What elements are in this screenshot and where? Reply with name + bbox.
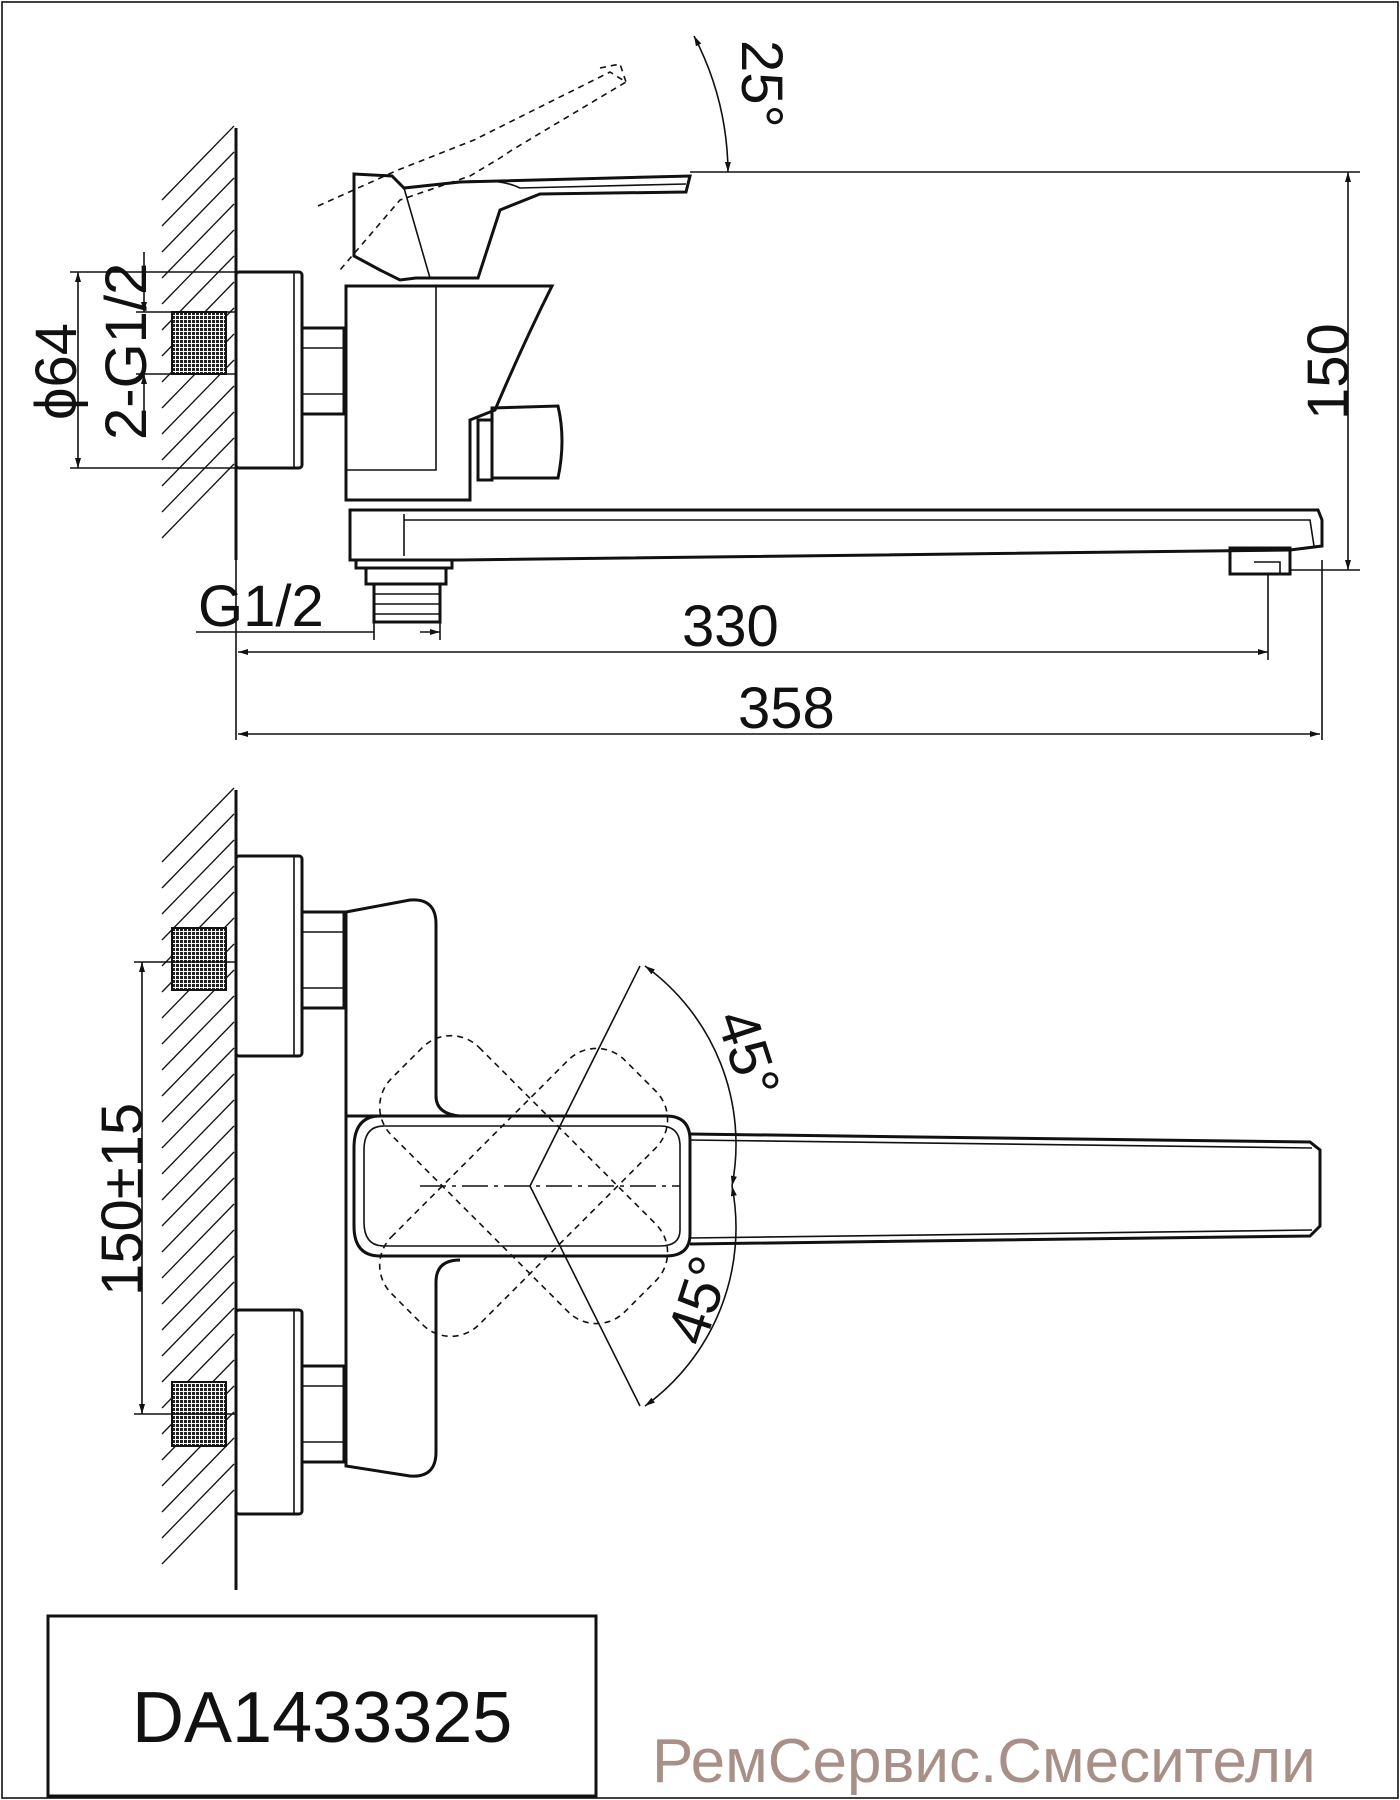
handle-rotated-left xyxy=(378,1047,669,1338)
hatch-line xyxy=(161,1021,235,1097)
hatch-line xyxy=(161,813,235,889)
hatch-line xyxy=(161,1203,235,1279)
handle-rotated-right xyxy=(378,1034,669,1325)
inlet-thread-knurl xyxy=(171,311,227,375)
lower-flange xyxy=(234,1308,304,1516)
hatch-line xyxy=(161,1281,235,1357)
height-label: 150 xyxy=(1296,323,1361,420)
hatch-line xyxy=(161,995,235,1071)
hatch-line xyxy=(161,1047,235,1123)
hatch-line xyxy=(161,385,235,461)
angle-arc-upper xyxy=(644,965,737,1187)
spout-reach-label: 330 xyxy=(682,594,779,659)
hatch-line xyxy=(161,1229,235,1305)
hatch-line xyxy=(161,1307,235,1383)
lever-handle xyxy=(352,172,692,282)
lower-nut xyxy=(300,1364,346,1464)
hatch-line xyxy=(161,463,235,539)
flange-diameter-label: ϕ64 xyxy=(24,323,89,420)
hatch-line xyxy=(161,1255,235,1331)
eccentric-nut xyxy=(300,326,346,416)
mixer-body xyxy=(344,284,555,502)
swivel-angle-upper-label: 45° xyxy=(704,1002,793,1106)
hatch-line xyxy=(161,437,235,513)
hatch-line xyxy=(161,1437,235,1513)
upper-nut xyxy=(300,910,346,1010)
hatch-line xyxy=(161,1177,235,1253)
side-view: 25° 150 ϕ64 2-G1/2 G1/2 330 358 xyxy=(24,35,1361,741)
hatch-line xyxy=(161,787,235,863)
upper-flange xyxy=(234,854,304,1058)
overall-length-label: 358 xyxy=(738,676,835,741)
hatch-line xyxy=(161,177,235,253)
mixer-body-top xyxy=(344,912,461,1478)
diverter-knob xyxy=(490,404,564,480)
hatch-line xyxy=(161,1489,235,1565)
angle-arc-lower xyxy=(644,1185,737,1407)
hatch-line xyxy=(161,151,235,227)
wall-hatch-bottom xyxy=(161,787,235,1565)
hatch-line xyxy=(161,203,235,279)
top-view: 45° 45° 150±15 xyxy=(90,787,1322,1590)
diverter-stem xyxy=(476,418,494,482)
hatch-line xyxy=(161,1151,235,1227)
inlet-spacing-label: 150±15 xyxy=(90,1103,155,1296)
hatch-line xyxy=(161,411,235,487)
aerator xyxy=(1228,546,1292,576)
upper-inlet-knurl xyxy=(171,927,227,991)
bottom-outlet xyxy=(372,582,442,624)
lever-handle-raised xyxy=(317,71,628,271)
hatch-line xyxy=(161,1463,235,1539)
hatch-line xyxy=(161,1125,235,1201)
inlet-thread-label: 2-G1/2 xyxy=(94,263,159,440)
model-number: DA1433325 xyxy=(132,1678,512,1758)
swivel-angle-lower-label: 45° xyxy=(655,1249,744,1353)
hatch-line xyxy=(161,839,235,915)
hatch-line xyxy=(161,125,235,201)
watermark-text: РемСервис.Смесители xyxy=(652,1727,1316,1796)
handle-angle-label: 25° xyxy=(729,40,794,128)
title-block xyxy=(46,1614,598,1798)
angle-arc-25 xyxy=(693,35,731,173)
hatch-line xyxy=(161,1073,235,1149)
wall-flange xyxy=(234,270,304,470)
hatch-line xyxy=(161,1099,235,1175)
hatch-line xyxy=(161,229,235,305)
spout-top xyxy=(689,1132,1322,1246)
outlet-thread-label: G1/2 xyxy=(198,574,324,639)
spout xyxy=(348,508,1324,562)
